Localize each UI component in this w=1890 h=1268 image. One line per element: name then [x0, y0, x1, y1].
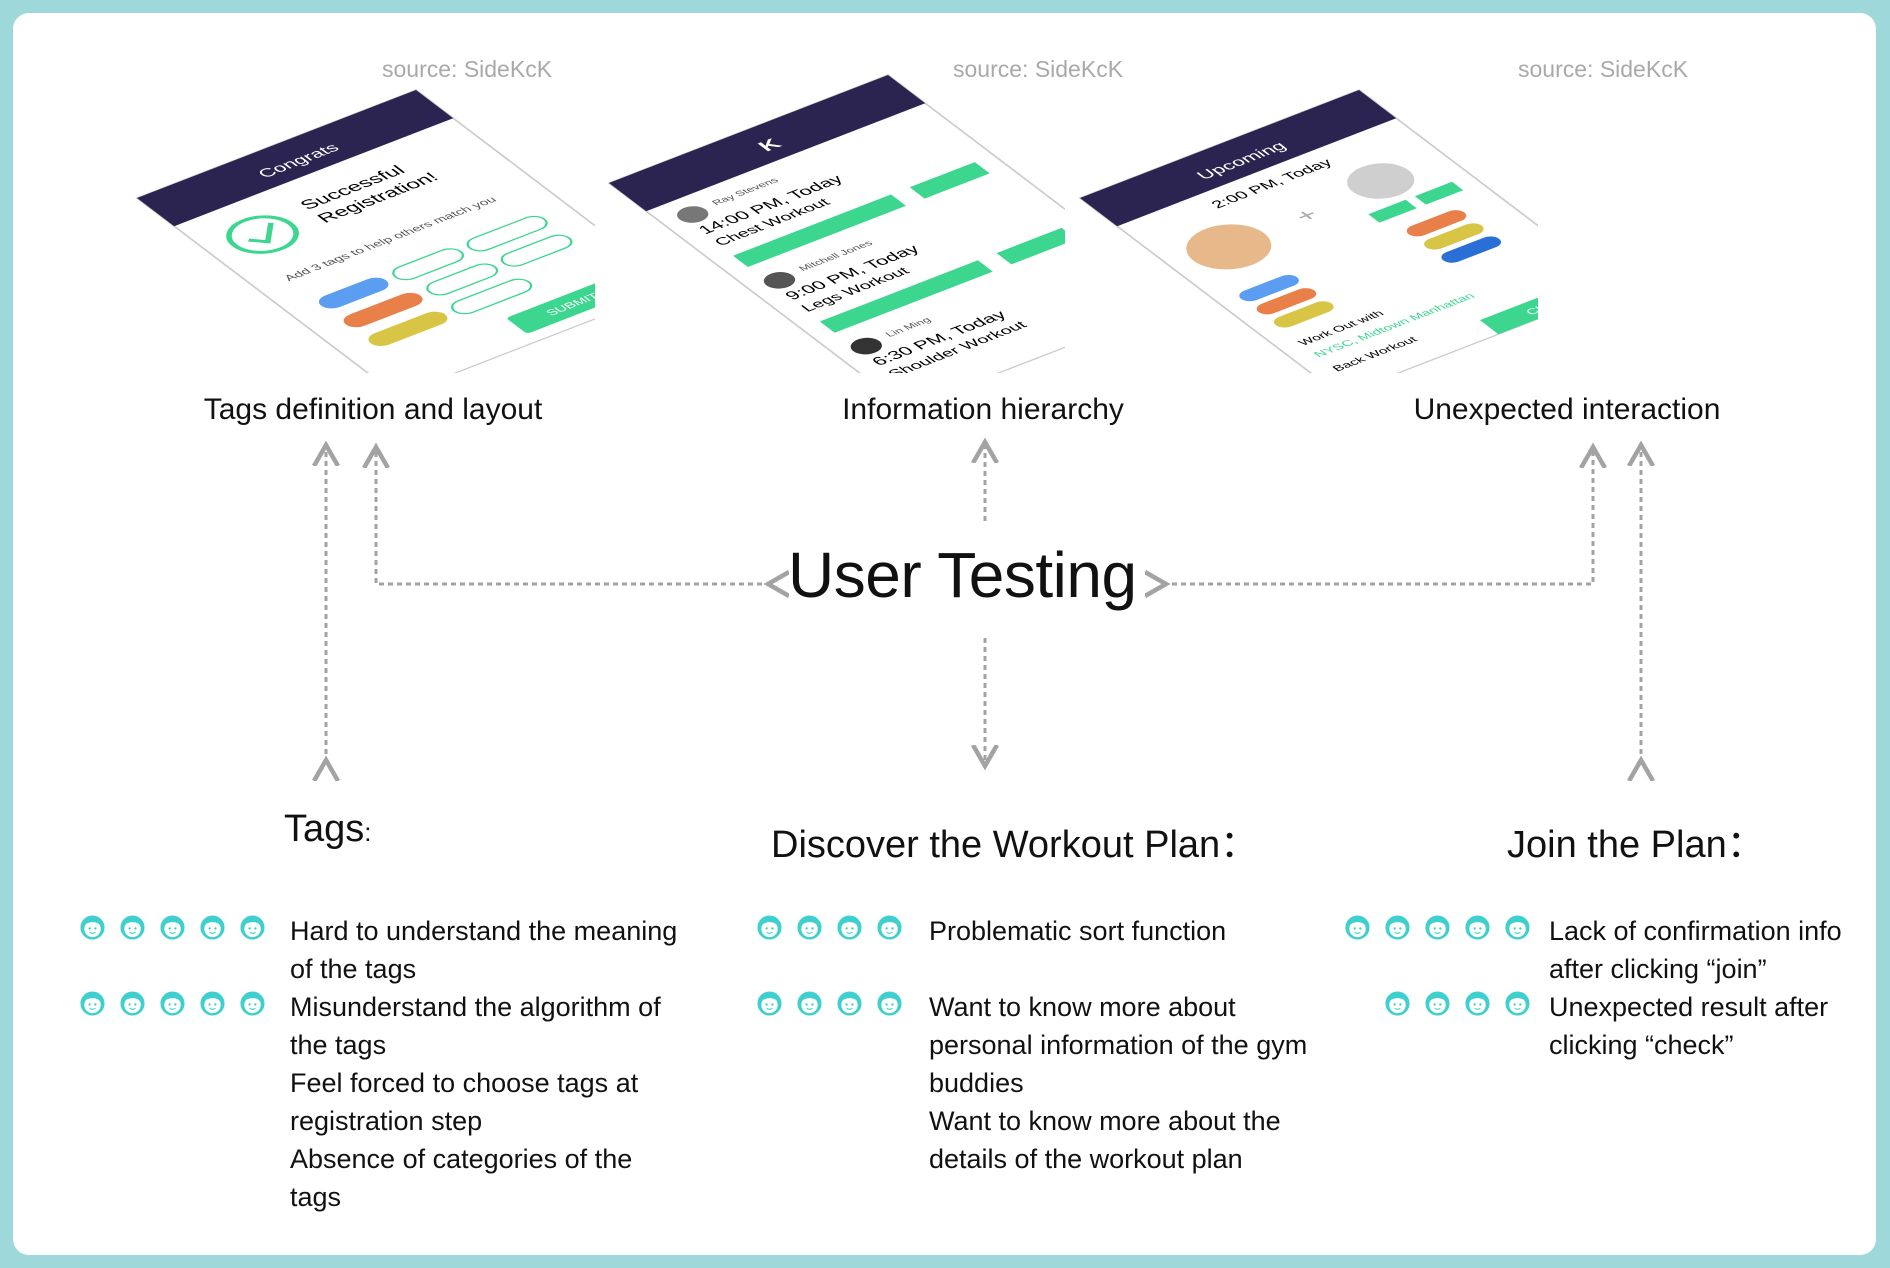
user-face-icon — [757, 915, 782, 940]
arrows-layer — [13, 13, 1876, 1255]
phone1-chip — [318, 277, 389, 309]
user-face-icon — [120, 991, 145, 1016]
user-face-icon — [1505, 915, 1530, 940]
rating-faces — [756, 914, 903, 941]
user-face-icon — [1385, 991, 1410, 1016]
rating-faces — [1384, 990, 1531, 1017]
arrow-ut-to-screen1 — [376, 450, 771, 584]
user-face-icon — [1505, 991, 1530, 1016]
phone-screenshot-registration: Congrats Successful Registration! Add 3 … — [135, 89, 595, 373]
user-face-icon — [160, 991, 185, 1016]
user-face-icon — [1425, 915, 1450, 940]
section-heading-tags: Tags: — [284, 808, 372, 850]
phone1-chip — [368, 311, 448, 347]
user-face-icon — [200, 915, 225, 940]
rating-faces — [756, 990, 903, 1017]
finding-item: Lack of confirmation info after clicking… — [1549, 916, 1842, 984]
phone1-chip — [426, 263, 499, 296]
phone1-chip — [343, 292, 423, 328]
user-face-icon — [877, 915, 902, 940]
caption-unexpected-interaction: Unexpected interaction — [1413, 393, 1721, 426]
user-face-icon — [757, 991, 782, 1016]
finding-item: Hard to understand the meaning of the ta… — [290, 916, 678, 984]
user-face-icon — [1465, 991, 1490, 1016]
center-title: User Testing — [788, 539, 1137, 611]
finding-item: Want to know more about personal informa… — [929, 992, 1308, 1098]
phone1-chip — [451, 278, 533, 315]
rating-faces — [79, 990, 266, 1017]
user-face-icon — [837, 915, 862, 940]
finding-item: Unexpected result after clicking “check” — [1549, 992, 1829, 1060]
phone3-avatar — [1186, 224, 1272, 270]
source-label-3: source: SideKcK — [1518, 56, 1689, 82]
section-heading-join: Join the Plan： — [1507, 824, 1765, 866]
user-face-icon — [200, 991, 225, 1016]
user-face-icon — [80, 915, 105, 940]
source-label-1: source: SideKcK — [382, 56, 553, 82]
rating-faces — [79, 914, 266, 941]
finding-item: Problematic sort function — [929, 916, 1227, 946]
user-face-icon — [837, 991, 862, 1016]
caption-information-hierarchy: Information hierarchy — [842, 393, 1124, 426]
user-face-icon — [120, 915, 145, 940]
user-face-icon — [797, 915, 822, 940]
phone1-chip — [392, 248, 465, 281]
rating-faces — [1344, 914, 1531, 941]
finding-item: Want to know more about the details of t… — [929, 1106, 1281, 1174]
user-face-icon — [80, 991, 105, 1016]
user-face-icon — [160, 915, 185, 940]
finding-item: Absence of categories of the tags — [290, 1144, 633, 1212]
phone3-check-button — [1479, 273, 1538, 335]
finding-item: Misunderstand the algorithm of the tags — [290, 992, 661, 1060]
user-face-icon — [797, 991, 822, 1016]
finding-item: Feel forced to choose tags at registrati… — [290, 1068, 639, 1136]
user-face-icon — [1465, 915, 1490, 940]
section-heading-discover: Discover the Workout Plan： — [771, 824, 1259, 866]
user-face-icon — [1385, 915, 1410, 940]
phone-screenshot-workout-list: K Ray Stevens 14:00 PM, Today Chest Work… — [607, 74, 1065, 373]
arrow-ut-to-screen3 — [1163, 450, 1593, 584]
phone1-chip — [466, 215, 548, 252]
diagram-card: source: SideKcK Congrats Successful Regi… — [13, 13, 1876, 1255]
phone-screenshot-upcoming: Upcoming 2:00 PM, Today + Work Out with … — [1078, 89, 1538, 373]
source-label-2: source: SideKcK — [953, 56, 1124, 82]
phone3-avatar — [1347, 163, 1415, 199]
user-face-icon — [1425, 991, 1450, 1016]
phone1-submit-button — [507, 275, 595, 333]
phone1-chip — [500, 234, 573, 267]
user-face-icon — [240, 991, 265, 1016]
user-face-icon — [877, 991, 902, 1016]
user-face-icon — [1345, 915, 1370, 940]
user-face-icon — [240, 915, 265, 940]
checkmark-icon — [226, 215, 299, 254]
caption-tags-definition: Tags definition and layout — [203, 393, 543, 426]
